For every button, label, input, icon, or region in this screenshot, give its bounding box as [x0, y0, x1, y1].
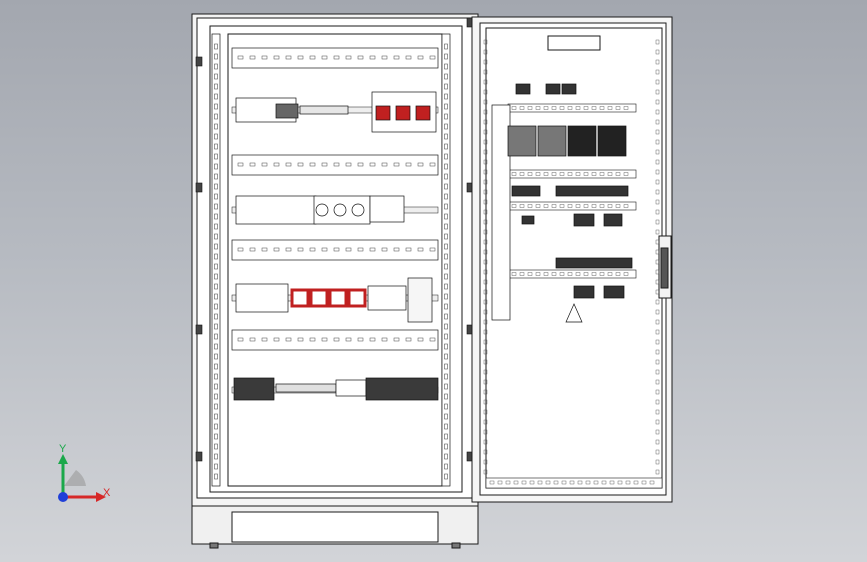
- door-din-rails: [483, 39, 663, 489]
- door-components: [491, 83, 633, 323]
- perforated-side-rails: [211, 33, 451, 487]
- cabinet-hinges: [195, 17, 474, 462]
- terminal-blocks: [233, 91, 439, 401]
- coordinate-triad: [58, 454, 106, 502]
- z-axis-icon: [58, 492, 68, 502]
- triad-y-label: Y: [59, 443, 67, 455]
- triad-x-label: X: [103, 487, 111, 499]
- din-rails: [231, 47, 439, 394]
